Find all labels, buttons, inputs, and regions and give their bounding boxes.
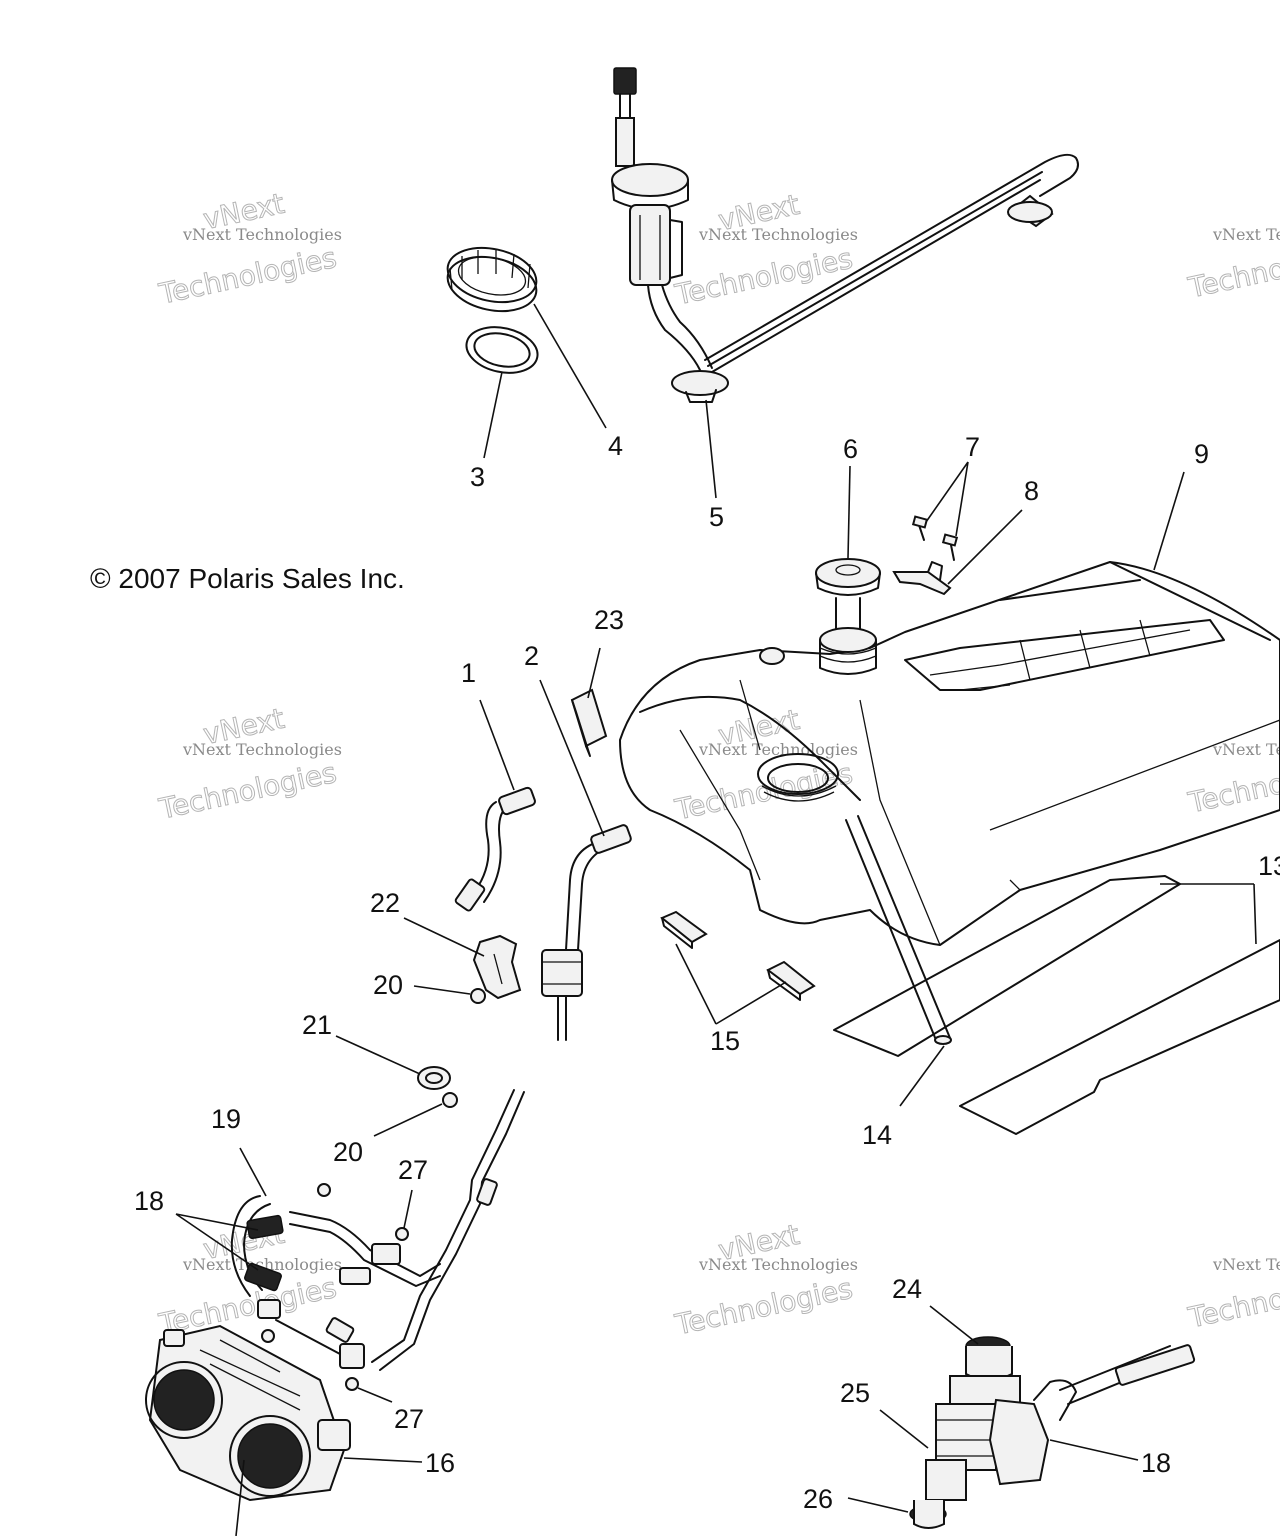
hose-2-filter	[541, 824, 632, 1041]
svg-text:Technologies: Technologies	[672, 1272, 856, 1342]
injectors-left	[244, 1214, 371, 1343]
fuel-cap	[815, 558, 881, 631]
svg-text:vNext Technologies: vNext Technologies	[1212, 225, 1280, 244]
fuel-tank	[619, 561, 1280, 946]
leader-lines	[175, 303, 1257, 1536]
svg-text:vNext Technologies: vNext Technologies	[182, 740, 342, 759]
svg-text:vNext Technologies: vNext Technologies	[182, 1255, 342, 1274]
svg-text:Technologies: Technologies	[1185, 750, 1280, 820]
fuel-pump-assembly	[611, 67, 1079, 403]
callout-18-left: 18	[134, 1186, 164, 1216]
callout-22: 22	[370, 888, 400, 918]
watermark-top-center: vNext vNext Technologies Technologies	[671, 187, 858, 312]
callout-15: 15	[710, 1026, 740, 1056]
svg-text:vNext Technologies: vNext Technologies	[698, 740, 858, 759]
svg-text:vNext Technologies: vNext Technologies	[698, 1255, 858, 1274]
screws-27	[261, 1183, 409, 1391]
svg-text:Technologies: Technologies	[672, 242, 856, 312]
watermark-top-left: vNext vNext Technologies Technologies	[155, 186, 342, 311]
clamp-21	[417, 1066, 451, 1090]
screw-20-upper	[470, 988, 486, 1004]
callout-20-lower: 20	[333, 1137, 363, 1167]
callout-14: 14	[862, 1120, 892, 1150]
callout-6: 6	[843, 434, 858, 464]
callout-19: 19	[211, 1104, 241, 1134]
screws	[911, 515, 959, 561]
callout-24: 24	[892, 1274, 922, 1304]
throttle-body	[145, 1324, 351, 1502]
callout-3: 3	[470, 462, 485, 492]
svg-text:Technologies: Technologies	[1185, 1265, 1280, 1335]
heat-shield-lower	[959, 939, 1280, 1135]
callout-5: 5	[709, 502, 724, 532]
callout-4: 4	[608, 431, 623, 461]
callout-1: 1	[461, 658, 476, 688]
bracket-22	[472, 934, 522, 1000]
callout-26: 26	[803, 1484, 833, 1514]
svg-text:Technologies: Technologies	[156, 756, 340, 826]
watermark-mid-right: vNext Technologies Technologies	[1184, 740, 1280, 820]
injector-detail	[909, 1336, 1196, 1529]
callout-25: 25	[840, 1378, 870, 1408]
callout-8: 8	[1024, 476, 1039, 506]
pad	[570, 688, 608, 757]
watermark-bottom-right: vNext Technologies Technologies	[1184, 1255, 1280, 1335]
callout-13: 13	[1258, 851, 1280, 881]
bracket	[892, 561, 952, 596]
callout-7: 7	[965, 432, 980, 462]
callout-16: 16	[425, 1448, 455, 1478]
callout-2: 2	[524, 641, 539, 671]
svg-text:Technologies: Technologies	[156, 241, 340, 311]
callout-21: 21	[302, 1010, 332, 1040]
svg-text:Technologies: Technologies	[1185, 235, 1280, 305]
gasket	[465, 326, 539, 374]
copyright-text: © 2007 Polaris Sales Inc.	[90, 563, 405, 594]
svg-text:vNext Technologies: vNext Technologies	[698, 225, 858, 244]
watermark-bottom-center: vNext vNext Technologies Technologies	[671, 1217, 858, 1342]
screw-20-lower	[442, 1092, 458, 1108]
callout-27-upper: 27	[398, 1155, 428, 1185]
callout-23: 23	[594, 605, 624, 635]
heat-shield-upper	[833, 875, 1181, 1057]
watermark-top-right: vNext Technologies Technologies	[1184, 225, 1280, 305]
vent-tube	[845, 815, 952, 1045]
hose-1	[454, 786, 536, 912]
svg-text:vNext Technologies: vNext Technologies	[1212, 740, 1280, 759]
foam-pads	[660, 910, 816, 1001]
callout-18-right: 18	[1141, 1448, 1171, 1478]
callout-9: 9	[1194, 439, 1209, 469]
lock-ring	[446, 246, 538, 313]
callout-27-lower: 27	[394, 1404, 424, 1434]
watermark-mid-center: vNext vNext Technologies Technologies	[671, 702, 858, 827]
svg-text:vNext Technologies: vNext Technologies	[182, 225, 342, 244]
watermark-mid-left: vNext vNext Technologies Technologies	[155, 701, 342, 826]
callout-numbers: 4 3 5 6 7 8 9 23 1 2 13 22 20 15 21 19 1…	[134, 431, 1280, 1514]
callout-20-upper: 20	[373, 970, 403, 1000]
svg-text:vNext Technologies: vNext Technologies	[1212, 1255, 1280, 1274]
